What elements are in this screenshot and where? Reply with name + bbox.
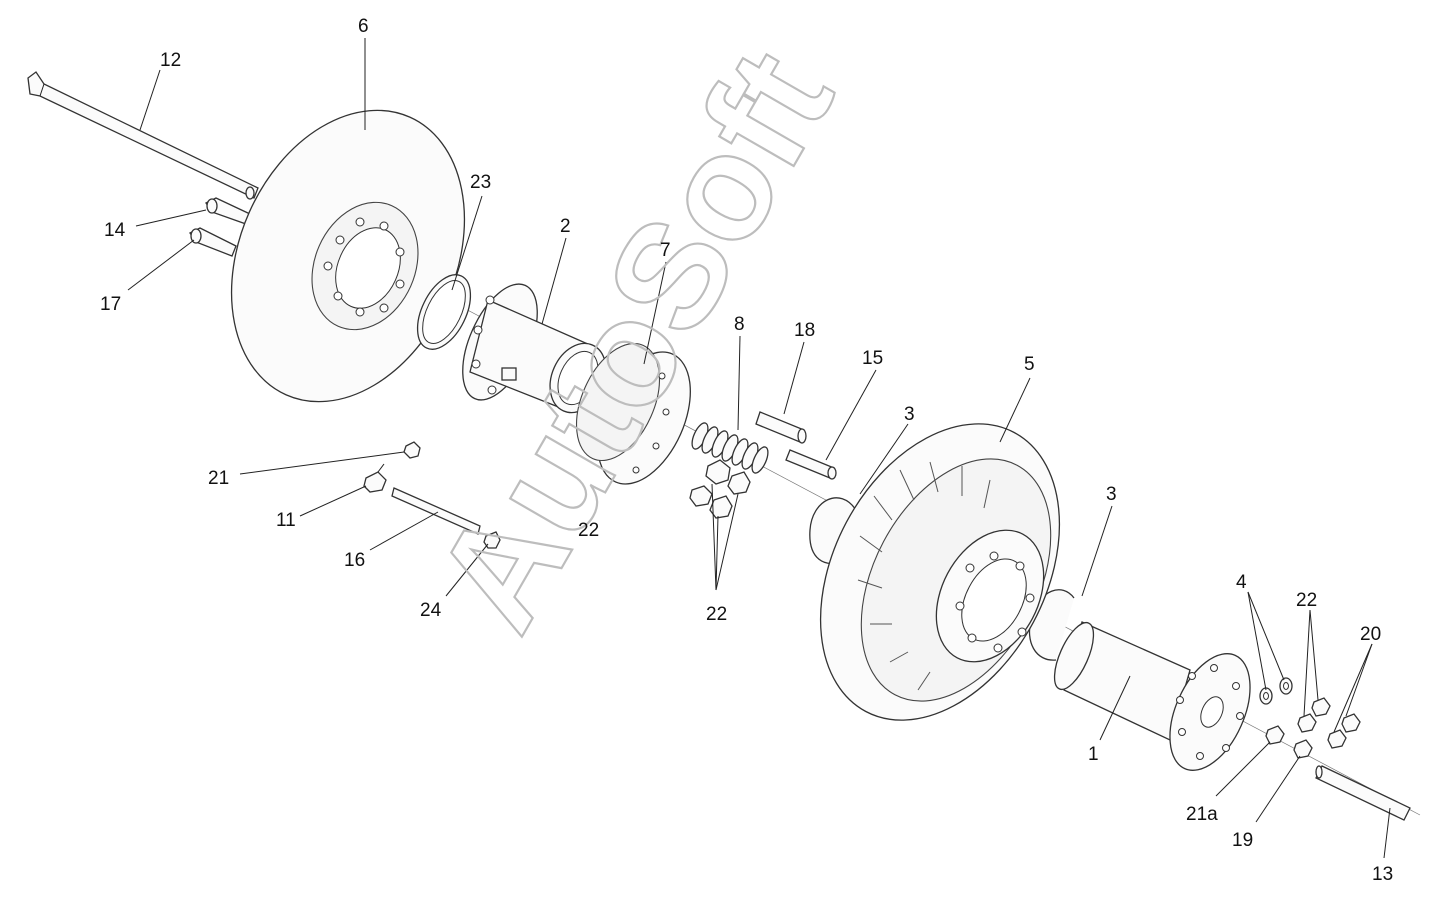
- part-7-drum: [576, 342, 691, 485]
- callout-22: 22: [578, 520, 599, 541]
- part-22-nuts-center: [689, 459, 751, 519]
- callout-20: 20: [1360, 624, 1381, 645]
- callout-19: 19: [1232, 830, 1253, 851]
- callout-7: 7: [660, 240, 671, 261]
- part-6-disc: [230, 109, 466, 403]
- callout-22: 22: [706, 604, 727, 625]
- callout-2: 2: [560, 216, 571, 237]
- callout-5: 5: [1024, 354, 1035, 375]
- part-14-bolt: [205, 197, 251, 225]
- part-21a-nut: [1265, 725, 1285, 745]
- leader-lines: [127, 38, 1391, 859]
- callout-labels: 1 2 3 3 4 5 6 7 8 11 12 13 14 15 16 17 1…: [100, 16, 1393, 885]
- callout-3: 3: [904, 404, 915, 425]
- callout-21: 21: [208, 468, 229, 489]
- callout-14: 14: [104, 220, 126, 241]
- callout-17: 17: [100, 294, 121, 315]
- callout-18: 18: [794, 320, 815, 341]
- callout-15: 15: [862, 348, 883, 369]
- part-1-shaft-flange: [1053, 621, 1251, 771]
- callout-13: 13: [1372, 864, 1393, 885]
- callout-11: 11: [276, 510, 296, 531]
- part-23-ring: [416, 274, 472, 350]
- part-5-finned-disc: [819, 423, 1061, 721]
- part-21-nut: [403, 441, 421, 459]
- part-20-nuts: [1327, 713, 1361, 749]
- callout-16: 16: [344, 550, 365, 571]
- part-13-pin: [1315, 765, 1411, 821]
- part-19-nut: [1293, 739, 1313, 759]
- callout-4: 4: [1236, 572, 1247, 593]
- callout-6: 6: [358, 16, 369, 37]
- callout-12: 12: [160, 50, 181, 71]
- callout-8: 8: [734, 314, 745, 335]
- callout-3: 3: [1106, 484, 1117, 505]
- part-17-bolt: [189, 227, 237, 257]
- callout-24: 24: [420, 600, 442, 621]
- part-8-spring: [691, 422, 769, 474]
- callout-22: 22: [1296, 590, 1317, 611]
- part-15-pin: [785, 449, 837, 480]
- part-11-nipple: [363, 463, 387, 493]
- part-22-nuts-right: [1297, 697, 1331, 733]
- part-4-washers: [1259, 677, 1293, 705]
- part-18-pin: [755, 411, 807, 444]
- part-16-rod: [391, 487, 481, 535]
- part-12-long-bolt: [27, 71, 259, 200]
- callout-23: 23: [470, 172, 491, 193]
- callout-1: 1: [1088, 744, 1099, 765]
- callout-21a: 21a: [1186, 804, 1218, 825]
